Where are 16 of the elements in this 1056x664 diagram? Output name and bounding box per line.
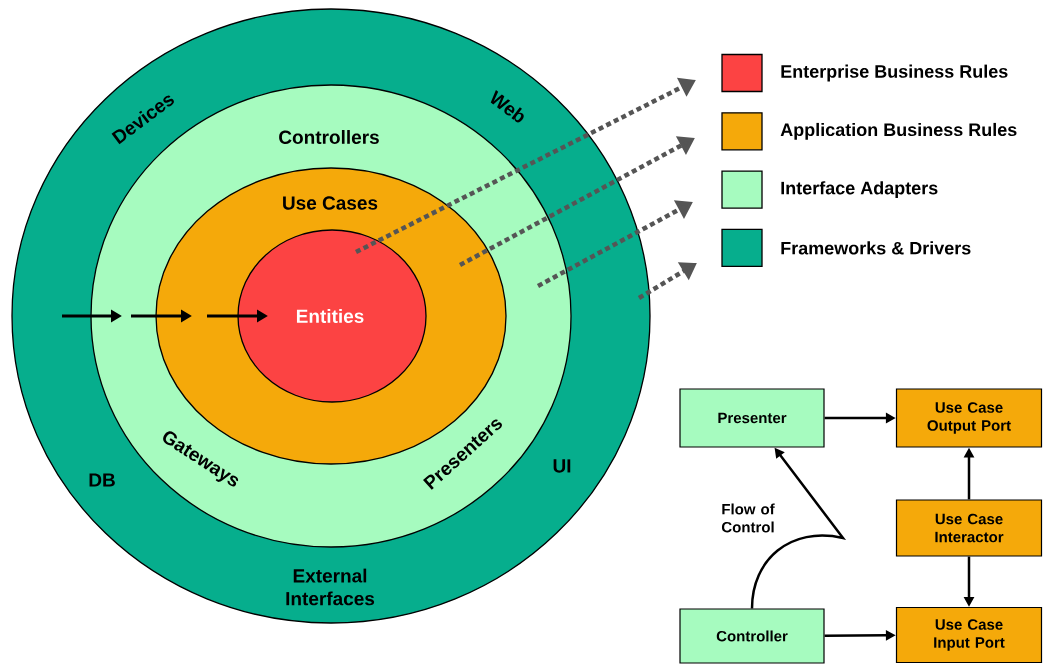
layer-label: Controllers bbox=[279, 130, 379, 144]
component-box: Use Case Output Port bbox=[895, 388, 1043, 448]
component-box: Controller bbox=[679, 608, 825, 664]
layer-label: UI bbox=[553, 459, 571, 473]
legend-label: Application Business Rules bbox=[780, 122, 1017, 140]
legend-label: Interface Adapters bbox=[781, 181, 938, 198]
component-box: Use Case Interactor bbox=[895, 499, 1043, 557]
component-box: Use Case Input Port bbox=[895, 606, 1043, 664]
layer-label: External Interfaces bbox=[286, 568, 375, 606]
annotation-text: Flow of Control bbox=[721, 503, 775, 533]
layer-label: Entities bbox=[296, 309, 364, 323]
legend-label: Frameworks & Drivers bbox=[781, 241, 971, 255]
layer-label: Use Cases bbox=[283, 196, 378, 210]
legend-label: Enterprise Business Rules bbox=[781, 64, 1008, 82]
layer-label: DB bbox=[89, 473, 115, 487]
component-box: Presenter bbox=[679, 388, 825, 448]
